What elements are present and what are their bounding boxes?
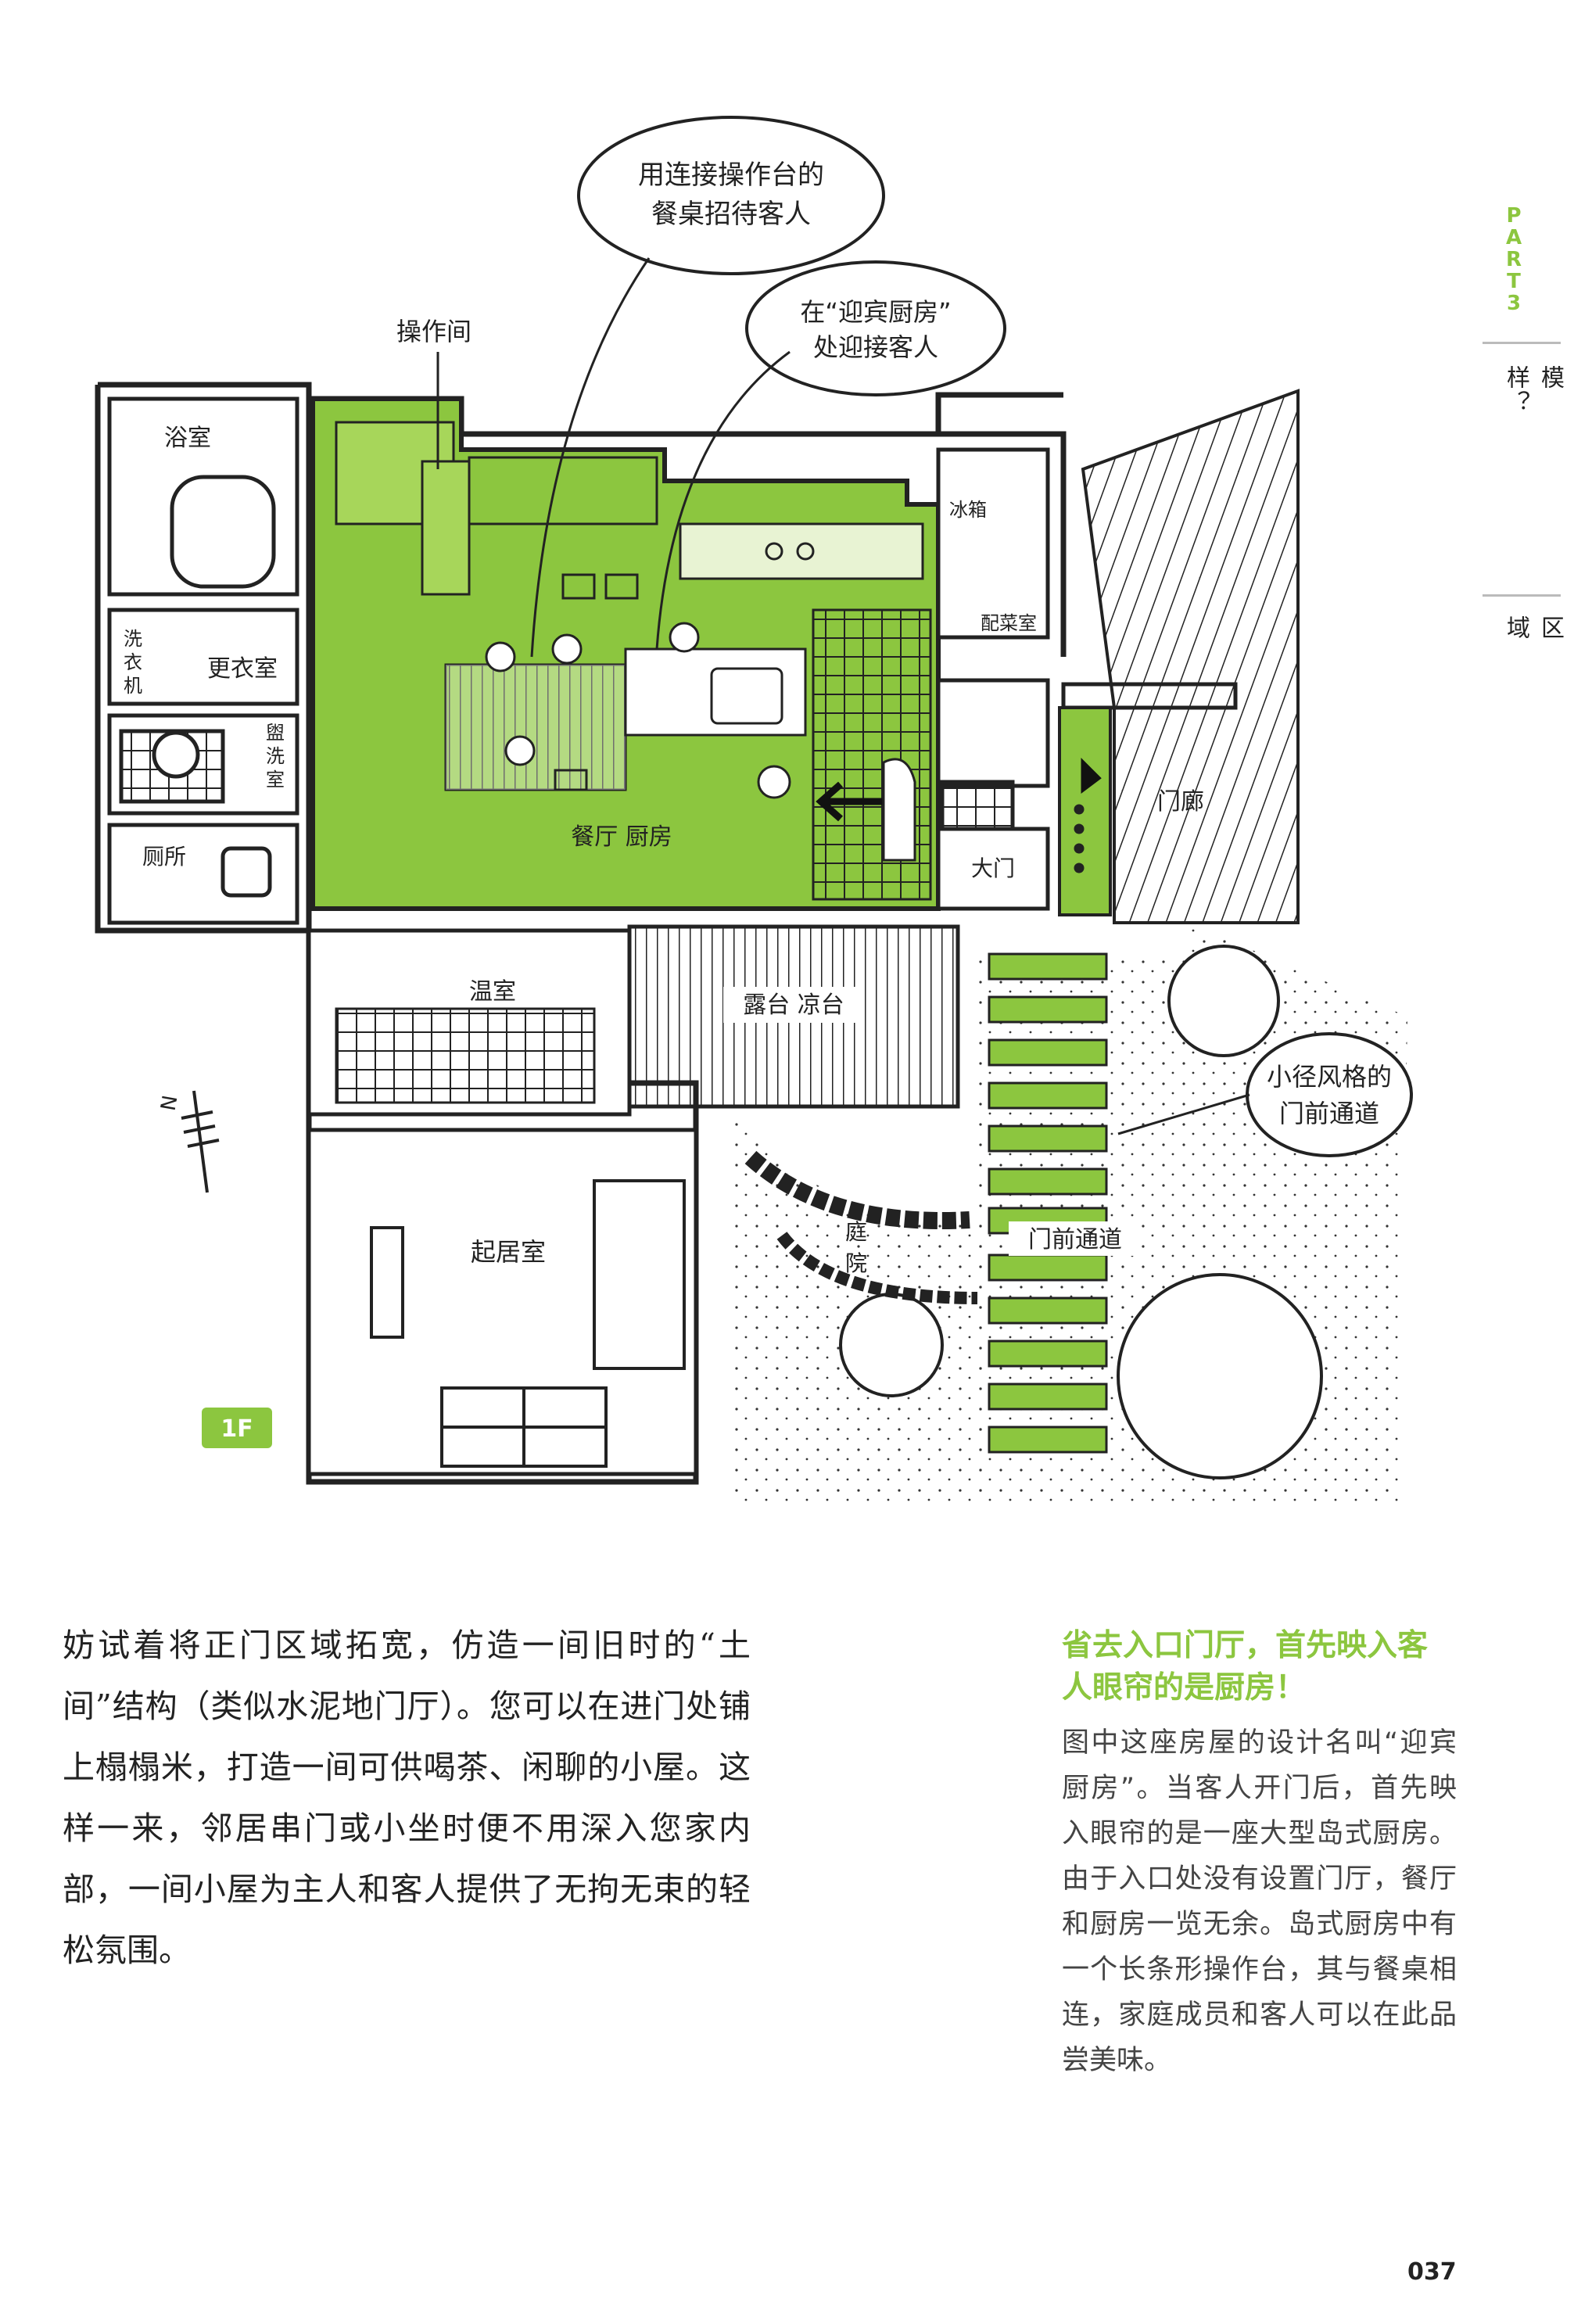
label-sunroom: 温室 bbox=[469, 978, 516, 1006]
divider bbox=[1483, 342, 1561, 344]
callout-welcome-kitchen-line2: 处迎接客人 bbox=[813, 332, 938, 362]
callout-welcome-kitchen-line1: 在“迎宾厨房” bbox=[800, 297, 951, 327]
label-living: 起居室 bbox=[471, 1237, 546, 1267]
part-label: P A R T 3 bbox=[1490, 205, 1537, 314]
porch-deck bbox=[1081, 389, 1300, 924]
label-garden-1: 庭 bbox=[845, 1219, 867, 1245]
right-rooms bbox=[936, 447, 1238, 916]
label-dressing: 更衣室 bbox=[207, 655, 278, 683]
body-paragraph: 妨试着将正门区域拓宽，仿造一间旧时的“土间”结构（类似水泥地门厅）。您可以在进门… bbox=[63, 1626, 751, 1969]
label-porch: 门廊 bbox=[1157, 788, 1204, 816]
label-approach: 门前通道 bbox=[1028, 1226, 1122, 1253]
label-fridge: 冰箱 bbox=[949, 499, 987, 521]
sidebar-note: 省去入口门厅，首先映入客人眼帘的是厨房！ 图中这座房屋的设计名叫“迎宾厨房”。当… bbox=[1062, 1625, 1457, 2083]
callout-counter-table-line1: 用连接操作台的 bbox=[638, 160, 824, 191]
lower-rooms bbox=[307, 924, 960, 1476]
label-washroom-1: 盥 bbox=[266, 722, 285, 744]
part-letter: P bbox=[1506, 204, 1522, 228]
floor-badge-box bbox=[202, 1408, 272, 1448]
dining-kitchen-zone bbox=[310, 396, 941, 911]
label-entrance: 大门 bbox=[971, 855, 1015, 881]
label-terrace: 露台 凉台 bbox=[743, 992, 844, 1019]
floor-badge: 1F bbox=[221, 1415, 253, 1443]
floor-plan-illustration: 1F 用连接操作台的 餐桌招待客人 在“迎宾厨房” 处迎接客人 小径风格的 门前… bbox=[95, 116, 1413, 1509]
label-bath: 浴室 bbox=[164, 425, 211, 452]
sidebar-text: 图中这座房屋的设计名叫“迎宾厨房”。当客人开门后，首先映入眼帘的是一座大型岛式厨… bbox=[1062, 1727, 1457, 2076]
approach-stones bbox=[988, 952, 1108, 1454]
label-dining-kitchen: 餐厅 厨房 bbox=[571, 823, 672, 851]
callout-bubbles bbox=[577, 116, 1413, 1157]
label-washroom-2: 洗 bbox=[266, 745, 285, 767]
service-rooms bbox=[107, 396, 299, 925]
label-washroom-3: 室 bbox=[266, 769, 285, 791]
callout-path-style-line2: 门前通道 bbox=[1279, 1099, 1379, 1128]
terrace-label-bg bbox=[723, 987, 864, 1023]
label-washer-1: 洗 bbox=[124, 628, 142, 650]
approach-label-bg bbox=[1009, 1221, 1142, 1256]
label-pantry-work: 操作间 bbox=[396, 317, 471, 346]
callout-counter-table-line2: 餐桌招待客人 bbox=[651, 199, 811, 230]
label-garden-2: 院 bbox=[845, 1250, 867, 1276]
label-north: N bbox=[157, 1093, 183, 1112]
callout-path-style-line1: 小径风格的 bbox=[1267, 1062, 1392, 1092]
part-number: 3 bbox=[1506, 292, 1522, 315]
label-washer-3: 机 bbox=[124, 675, 142, 697]
page-number: 037 bbox=[1407, 2258, 1457, 2286]
label-pantry: 配菜室 bbox=[981, 612, 1037, 634]
callout-leaders bbox=[436, 257, 1250, 1135]
divider bbox=[1483, 594, 1561, 597]
sidebar-heading: 省去入口门厅，首先映入客人眼帘的是厨房！ bbox=[1062, 1628, 1429, 1705]
part-letter: T bbox=[1507, 270, 1521, 293]
part-side-tab: P A R T 3 把家建成什么模样？ 待客区域 bbox=[1483, 205, 1574, 640]
section-title: 待客区域 bbox=[1502, 615, 1574, 640]
north-arrow bbox=[181, 1090, 220, 1193]
label-toilet: 厕所 bbox=[142, 844, 186, 870]
label-washer-2: 衣 bbox=[124, 651, 142, 673]
part-letter: A bbox=[1505, 226, 1522, 249]
part-letter: R bbox=[1505, 248, 1522, 271]
floor-plan-drawing: 1F 用连接操作台的 餐桌招待客人 在“迎宾厨房” 处迎接客人 小径风格的 门前… bbox=[95, 116, 1413, 1509]
chapter-title: 把家建成什么模样？ bbox=[1502, 365, 1574, 415]
